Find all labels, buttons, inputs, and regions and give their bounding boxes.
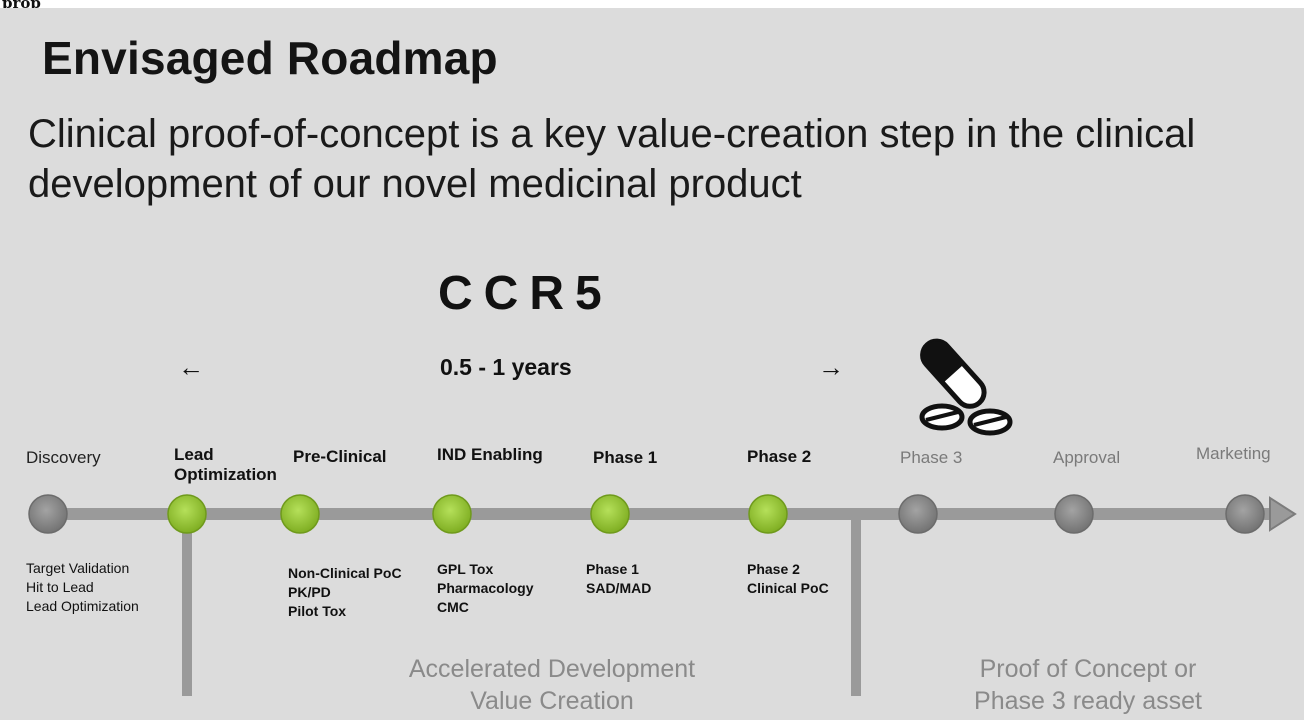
- caption-middle-line: Value Creation: [470, 687, 634, 715]
- caption-right: Proof of Concept or Phase 3 ready asset: [928, 653, 1248, 717]
- slide-subtitle: Clinical proof-of-concept is a key value…: [28, 112, 1196, 206]
- stage-details: Non-Clinical PoC PK/PD Pilot Tox: [288, 564, 402, 621]
- stage-label: Phase 2: [747, 447, 812, 466]
- stage-node-ind-enabling: [432, 494, 472, 534]
- caption-right-line: Proof of Concept or: [979, 655, 1197, 683]
- stage-label: Phase 1: [593, 448, 658, 467]
- right-arrow-icon: →: [818, 352, 844, 382]
- timeline-graphic: [28, 494, 1297, 696]
- stage-detail-item: GPL Tox: [437, 561, 494, 577]
- stage-detail-item: Target Validation: [26, 560, 130, 576]
- stage-detail-item: Lead Optimization: [26, 598, 139, 614]
- pills-icon: [919, 338, 1013, 436]
- stage-node-phase-1: [590, 494, 630, 534]
- stage-detail-item: Clinical PoC: [747, 580, 829, 596]
- slide-title: Envisaged Roadmap: [42, 32, 498, 84]
- stage-node-phase-2: [748, 494, 788, 534]
- caption-middle: Accelerated Development Value Creation: [362, 653, 742, 717]
- stage-detail-item: Hit to Lead: [26, 579, 94, 595]
- stage-label: IND Enabling: [437, 445, 543, 464]
- left-arrow-icon: ←: [178, 352, 204, 382]
- stage-label: Phase 3: [900, 448, 963, 467]
- stage-detail-item: Pharmacology: [437, 580, 534, 596]
- stage-detail-item: Non-Clinical PoC: [288, 565, 402, 581]
- stage-detail-item: Phase 2: [747, 561, 800, 577]
- stage-node-phase-3: [898, 494, 938, 534]
- stage-details: Phase 1 SAD/MAD: [586, 560, 651, 598]
- program-name: CCR5: [438, 267, 613, 320]
- stage-node-pre-clinical: [280, 494, 320, 534]
- caption-right-line: Phase 3 ready asset: [974, 687, 1202, 715]
- divider-right: [851, 520, 861, 696]
- stage-detail-item: PK/PD: [288, 584, 331, 600]
- stage-label: Approval: [1053, 448, 1121, 467]
- stage-label: Lead Optimization: [174, 445, 277, 484]
- stage-label: Pre-Clinical: [293, 447, 387, 466]
- timeline-track: [36, 508, 1281, 520]
- duration-label: 0.5 - 1 years: [440, 354, 572, 380]
- stage-node-marketing: [1225, 494, 1265, 534]
- stage-node-approval: [1054, 494, 1094, 534]
- roadmap-slide: Envisaged Roadmap Clinical proof-of-conc…: [0, 8, 1304, 720]
- stage-label: Marketing: [1196, 444, 1271, 463]
- stage-details: Phase 2 Clinical PoC: [747, 560, 829, 598]
- stage-node-discovery: [28, 494, 68, 534]
- stage-label: Discovery: [26, 448, 101, 467]
- caption-middle-line: Accelerated Development: [408, 655, 696, 683]
- stage-detail-item: SAD/MAD: [586, 580, 652, 596]
- stage-detail-item: Phase 1: [586, 561, 639, 577]
- stage-detail-item: Pilot Tox: [288, 603, 347, 619]
- stage-detail-item: CMC: [437, 599, 469, 615]
- timeline-arrowhead: [1269, 496, 1297, 532]
- divider-left: [182, 520, 192, 696]
- stage-node-lead-optimization: [167, 494, 207, 534]
